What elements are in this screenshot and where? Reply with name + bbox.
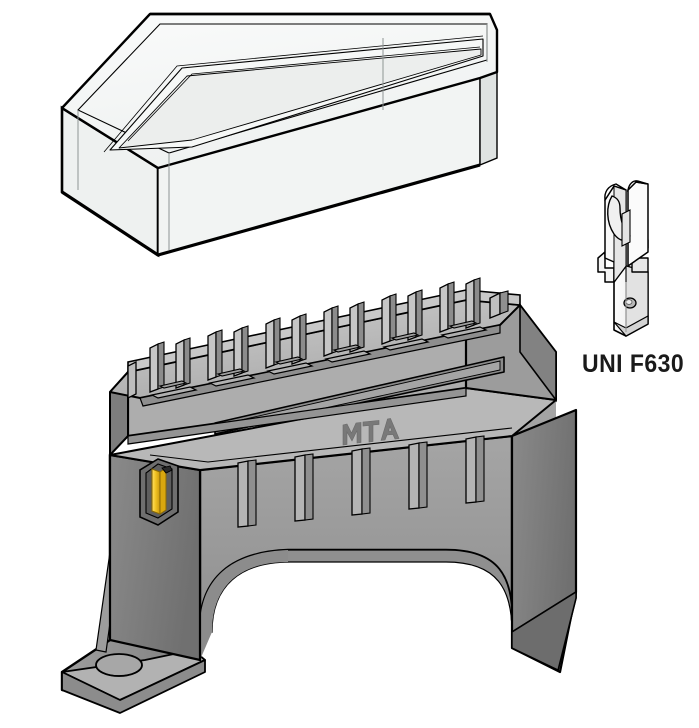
right-foot-shadow <box>511 590 577 672</box>
terminal-dimple-highlight <box>625 299 633 305</box>
housing-front-lower-rail <box>127 387 467 445</box>
cover-right-end-face <box>479 71 498 167</box>
transparent-cover-part <box>60 12 499 258</box>
mta-logo-emboss <box>342 418 400 446</box>
brass-terminal-tab <box>161 465 173 474</box>
housing-left-latch-tab <box>127 360 137 400</box>
terminal-top-curl-left <box>604 183 627 203</box>
housing-latch-tab <box>489 291 501 320</box>
terminal-top-curl-right <box>626 180 649 193</box>
fuse-bay-5 <box>381 289 430 351</box>
terminal-inner-leaf <box>621 209 631 247</box>
terminal-left-notch <box>597 251 615 283</box>
body-deck-step <box>149 427 513 463</box>
fuse-bays-group <box>149 277 488 399</box>
cover-bottom-edge <box>61 163 481 257</box>
brass-terminal-blade <box>151 468 161 515</box>
fuse-box-body-part <box>60 277 578 714</box>
fuse-bay-2 <box>207 325 256 387</box>
left-foot-edge <box>61 659 206 714</box>
housing-latch-tab-side <box>499 290 509 315</box>
fuse-bay-1 <box>149 337 198 399</box>
uni-f630-terminal-part <box>597 180 649 337</box>
uni-f630-label: UNI F630 <box>582 350 685 378</box>
brass-terminal-blade-side <box>159 467 167 515</box>
mounting-hole-inner-shadow <box>95 664 143 677</box>
fuse-bay-6 <box>439 277 488 339</box>
body-right-corner-rib <box>519 302 557 403</box>
terminal-right-tab <box>627 181 649 267</box>
terminal-bottom-chamfer <box>613 314 649 337</box>
cover-groove-line-a <box>127 46 481 142</box>
fuse-bay-4 <box>323 301 372 363</box>
fuse-bay-3 <box>265 313 314 375</box>
body-front-ribs <box>237 435 485 528</box>
cover-groove-inner <box>118 48 482 149</box>
cover-groove-line-b <box>103 35 484 153</box>
